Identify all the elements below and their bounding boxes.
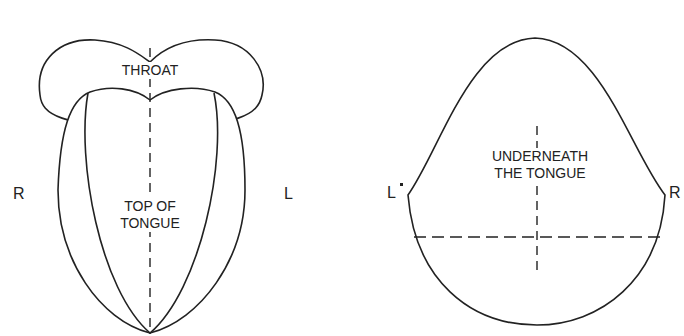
region-shape [408,38,665,325]
region-label: TOP OF TONGUE [111,198,189,232]
region-shape [58,88,245,333]
tongue-edge [85,93,150,333]
cross-line [414,236,660,237]
tongue-edge [150,93,218,333]
center-line [149,48,150,334]
tongue-region: UNDERNEATH THE TONGUE [404,34,668,328]
side-letter: R [13,185,25,203]
side-letter: L [387,184,396,202]
center-line [536,126,537,272]
mark-dot [400,183,403,186]
region-label: UNDERNEATH THE TONGUE [482,148,598,182]
region-label: THROAT [108,62,192,79]
tongue-region: TOP OF TONGUE [54,84,248,336]
side-letter: L [284,185,293,203]
side-letter: R [669,184,681,202]
